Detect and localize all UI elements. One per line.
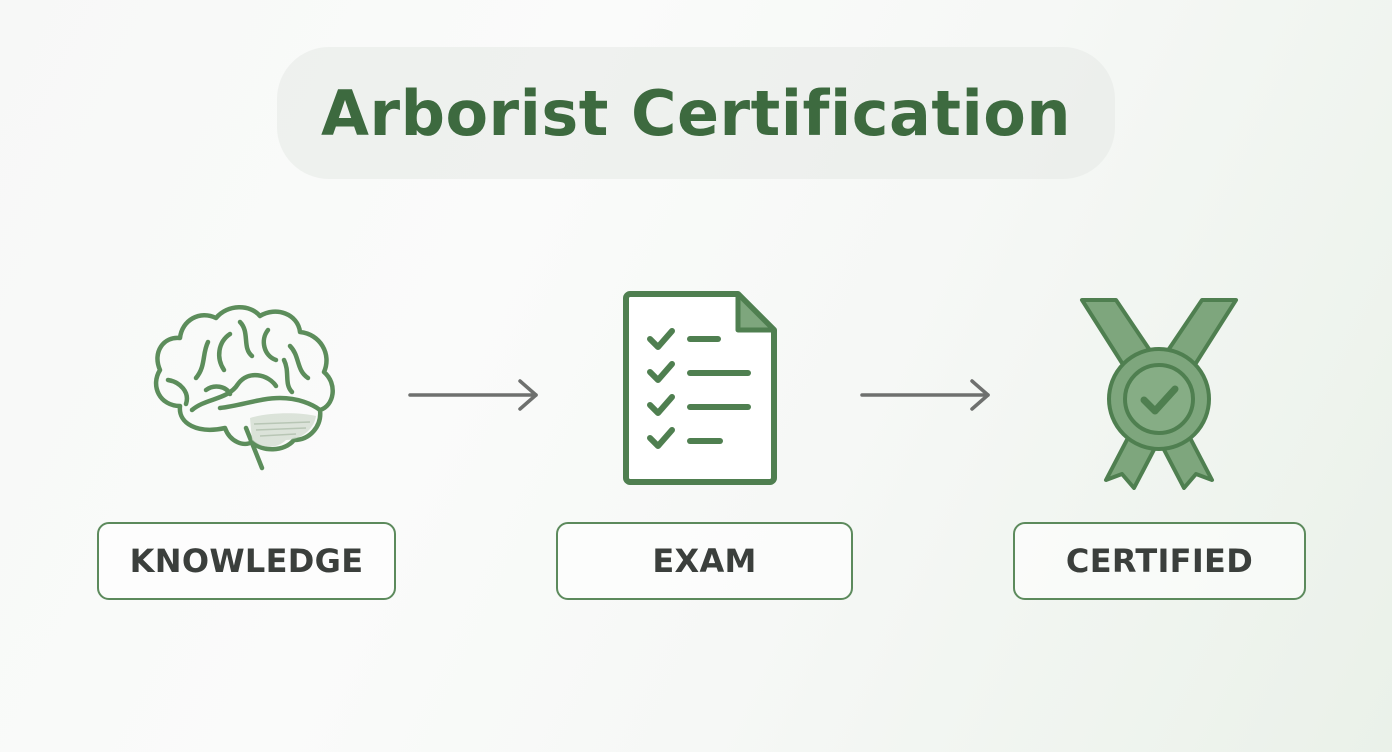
step-label-exam: EXAM (556, 522, 853, 600)
step-label-text: CERTIFIED (1065, 542, 1254, 580)
step-label-text: EXAM (652, 542, 757, 580)
arrow-right-icon (860, 378, 992, 412)
brain-icon (150, 300, 340, 475)
arrow-right-icon (408, 378, 540, 412)
title-banner: Arborist Certification (277, 47, 1115, 179)
award-ribbon-icon (1076, 294, 1242, 490)
page-title: Arborist Certification (321, 76, 1071, 150)
step-label-knowledge: KNOWLEDGE (97, 522, 396, 600)
step-label-certified: CERTIFIED (1013, 522, 1306, 600)
step-label-text: KNOWLEDGE (129, 542, 364, 580)
checklist-document-icon (620, 288, 780, 486)
